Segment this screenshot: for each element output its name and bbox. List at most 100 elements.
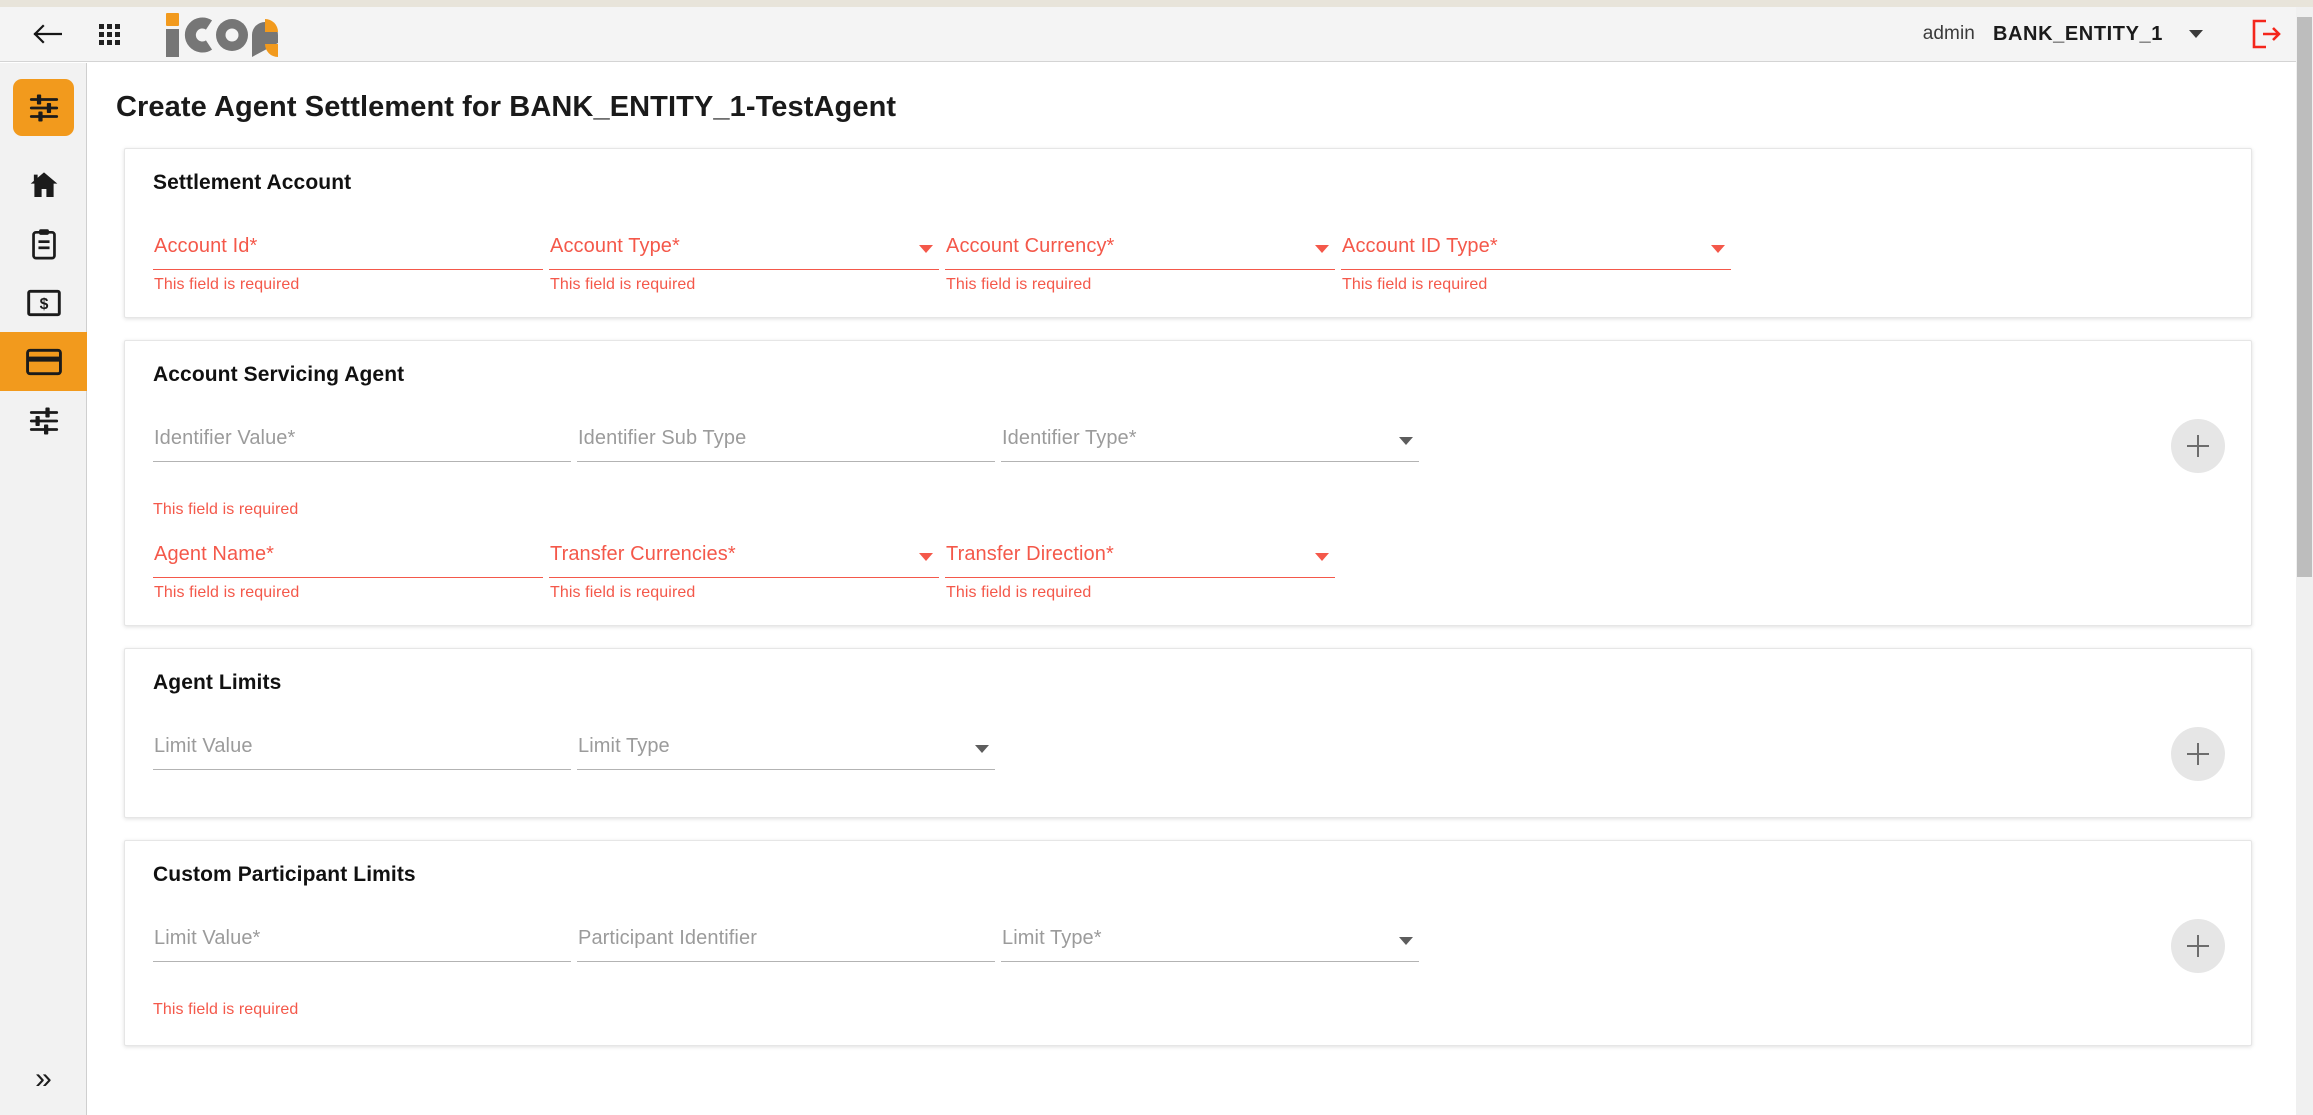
chevron-down-icon[interactable] [975,745,989,753]
field-underline [945,269,1335,270]
field-label: Identifier Type* [1002,427,1137,449]
field-label: Transfer Currencies* [550,543,736,565]
tune-icon [29,94,58,121]
field-underline [1001,461,1419,462]
credit-card-icon [25,348,62,375]
field-error-message: This field is required [946,584,1092,601]
page-scrollbar[interactable] [2296,7,2313,1115]
field-row: Limit Value Limit Type [153,729,2223,791]
left-sidebar: $ » [0,63,87,1115]
field-label: Limit Value* [154,927,261,949]
field-error-message: This field is required [154,584,300,601]
chevron-down-icon[interactable] [919,553,933,561]
sidebar-item-home[interactable] [0,155,87,214]
chevron-down-icon[interactable] [2189,30,2203,38]
field-error-message: This field is required [550,584,696,601]
field-error-message: This field is required [550,276,696,293]
money-bill-icon: $ [26,289,61,316]
field-underline [153,461,571,462]
field-row: Identifier Value* Identifier Sub Type Iden… [153,421,2223,483]
card-title: Custom Participant Limits [153,863,416,886]
add-row-button[interactable] [2171,919,2225,973]
field-label: Limit Type [578,735,670,757]
plus-icon [2187,743,2209,765]
field-label: Identifier Value* [154,427,296,449]
sidebar-expand-button[interactable]: » [35,1062,52,1095]
chevron-down-icon[interactable] [1711,245,1725,253]
field-underline [1341,269,1731,270]
sidebar-item-reports[interactable] [0,214,87,273]
select-field[interactable]: Limit Type* [1001,921,1419,983]
field-label: Account Type* [550,235,680,257]
clipboard-icon [31,228,56,260]
select-field[interactable]: Account Currency* This field is required [945,229,1335,293]
card-title: Agent Limits [153,671,282,694]
main-content: Create Agent Settlement for BANK_ENTITY_… [88,63,2296,1115]
field-underline [153,577,543,578]
field-error-message: This field is required [154,276,300,293]
select-field[interactable]: Transfer Direction* This field is require… [945,537,1335,601]
chevron-down-icon[interactable] [1399,937,1413,945]
chevron-down-icon[interactable] [1399,437,1413,445]
page-title: Create Agent Settlement for BANK_ENTITY_… [116,91,897,123]
chevron-down-icon[interactable] [919,245,933,253]
text-input-field[interactable]: Agent Name*This field is required [153,537,543,601]
sidebar-item-tune-bottom[interactable] [0,391,87,450]
field-label: Transfer Direction* [946,543,1114,565]
field-label: Identifier Sub Type [578,427,747,449]
field-row: Limit Value* Participant Identifier Limit … [153,921,2223,983]
sidebar-item-tune-top[interactable] [0,78,87,137]
plus-icon [2187,435,2209,457]
field-label: Account ID Type* [1342,235,1498,257]
add-row-button[interactable] [2171,419,2225,473]
field-label: Limit Type* [1002,927,1102,949]
os-top-strip [0,0,2313,7]
select-field[interactable]: Transfer Currencies* This field is requir… [549,537,939,601]
select-field[interactable]: Account ID Type* This field is required [1341,229,1731,293]
svg-text:$: $ [39,296,48,313]
sidebar-item-settlement[interactable] [0,332,87,391]
text-input-field[interactable]: Identifier Value* [153,421,571,483]
field-underline [153,961,571,962]
entity-selector-label[interactable]: BANK_ENTITY_1 [1992,22,2163,45]
field-error-message: This field is required [1342,276,1488,293]
add-row-button[interactable] [2171,727,2225,781]
select-field[interactable]: Account Type* This field is required [549,229,939,293]
user-label: admin [1922,23,1975,44]
text-input-field[interactable]: Limit Value* [153,921,571,983]
brand-logo-icon [166,11,278,57]
select-field[interactable]: Limit Type [577,729,995,791]
field-underline [577,461,995,462]
text-input-field[interactable]: Account Id*This field is required [153,229,543,293]
top-app-bar: admin BANK_ENTITY_1 [0,7,2313,62]
field-underline [153,269,543,270]
field-error-message: This field is required [946,276,1092,293]
select-field[interactable]: Identifier Type* [1001,421,1419,483]
text-input-field[interactable]: Identifier Sub Type [577,421,995,483]
field-underline [577,961,995,962]
field-underline [153,769,571,770]
chevron-down-icon[interactable] [1315,245,1329,253]
sidebar-item-payments[interactable]: $ [0,273,87,332]
field-label: Account Currency* [946,235,1115,257]
row-error-message: This field is required [153,501,299,518]
home-icon [30,171,57,197]
chevron-down-icon[interactable] [1315,553,1329,561]
card-title: Account Servicing Agent [153,363,405,386]
tune-icon [29,407,58,434]
text-input-field[interactable]: Limit Value [153,729,571,791]
field-underline [549,269,939,270]
row-error-message: This field is required [153,1001,299,1018]
apps-grid-icon[interactable] [86,11,132,57]
field-label: Limit Value [154,735,253,757]
scrollbar-thumb[interactable] [2297,17,2312,577]
logout-icon[interactable] [2249,17,2283,51]
back-arrow-icon[interactable] [24,11,70,57]
field-underline [945,577,1335,578]
card-title: Settlement Account [153,171,352,194]
text-input-field[interactable]: Participant Identifier [577,921,995,983]
